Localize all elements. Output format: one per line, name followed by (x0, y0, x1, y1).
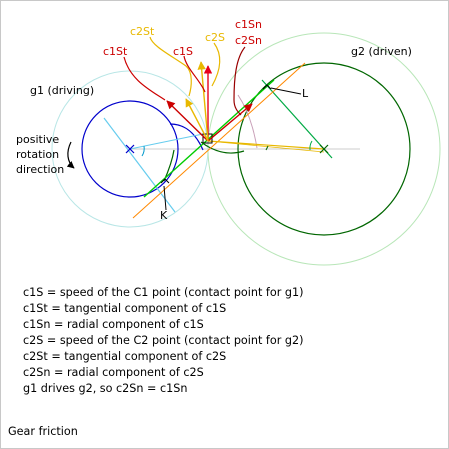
legend-list: c1S = speed of the C1 point (contact poi… (23, 285, 303, 397)
right-angle-K (160, 178, 170, 184)
rotation-label-line-1: positive (16, 133, 59, 146)
g1-radius-line (103, 117, 176, 213)
c2S-leader (211, 42, 221, 87)
c1Sn-vector (207, 103, 253, 142)
L-pointer (270, 87, 302, 95)
label-c2S: c2S (205, 31, 225, 44)
common-tangent (132, 62, 306, 219)
legend-item: c1S = speed of the C1 point (contact poi… (23, 286, 304, 299)
g2-pitch-circle (237, 62, 411, 236)
g2-tooth-profile (200, 141, 245, 154)
legend-item: g1 drives g2, so c2Sn = c1Sn (23, 382, 188, 395)
g2-center-marker (319, 144, 329, 154)
label-c2St: c2St (130, 25, 155, 38)
angle-arc-g1 (141, 145, 145, 157)
g1-center-marker (125, 144, 135, 154)
c1St-vector (166, 100, 209, 142)
rotation-label-line-3: direction (16, 163, 64, 176)
rotation-direction-arrow (66, 141, 75, 169)
right-angle-L (262, 84, 272, 90)
g1-radius-line-2 (129, 133, 204, 150)
c2-radius-line-2 (207, 140, 325, 153)
label-c1St: c1St (103, 45, 128, 58)
label-c2Sn: c2Sn (235, 34, 262, 47)
angle-arc-g2 (309, 140, 313, 151)
c2St-leader (149, 36, 192, 97)
c1Sn-leader (233, 46, 246, 116)
label-g2: g2 (driven) (351, 45, 412, 58)
label-L: L (302, 87, 309, 100)
line-of-action (143, 79, 275, 198)
c2St-vector (185, 98, 209, 142)
rotation-label-line-2: rotation (16, 148, 59, 161)
K-pointer (163, 185, 167, 211)
label-c1Sn: c1Sn (235, 18, 262, 31)
g2-tooth-profile-3 (237, 94, 258, 149)
legend-item: c2Sn = radial component of c2S (23, 366, 204, 379)
legend-item: c2St = tangential component of c2S (23, 350, 227, 363)
g1-pitch-circle (81, 100, 179, 198)
c1S-leader (183, 55, 206, 93)
c1St-leader (123, 56, 166, 101)
label-g1: g1 (driving) (30, 84, 94, 97)
c2S-vector (197, 61, 209, 142)
angle-arc-c2 (265, 145, 269, 151)
c2-radius-line (207, 140, 325, 150)
legend-item: c1St = tangential component of c1S (23, 302, 227, 315)
label-K: K (160, 209, 168, 222)
label-c1S: c1S (173, 45, 193, 58)
caption: Gear friction (8, 425, 78, 438)
legend-item: c1Sn = radial component of c1S (23, 318, 204, 331)
legend-item: c2S = speed of the C2 point (contact poi… (23, 334, 304, 347)
